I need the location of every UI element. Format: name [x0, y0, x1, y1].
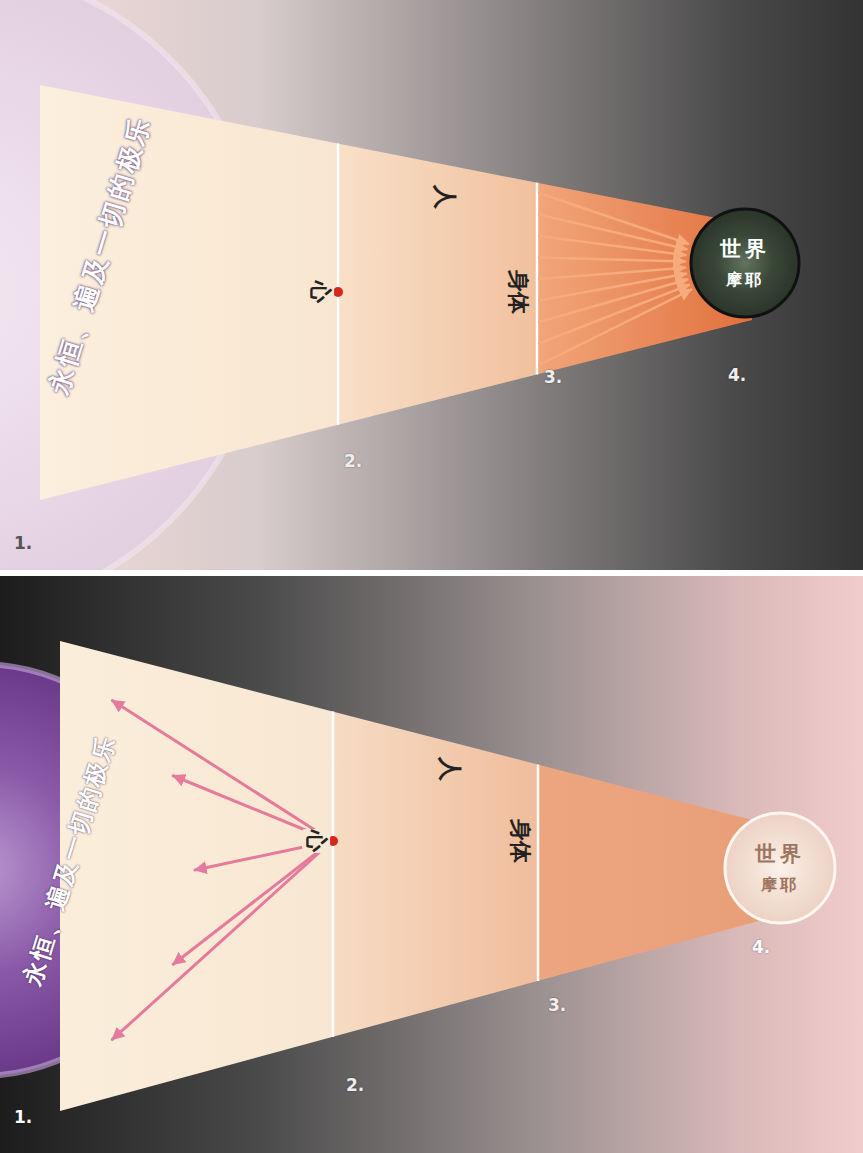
callout-number: 1.: [14, 1108, 32, 1127]
body-region: 心: [60, 641, 333, 1111]
division-line: [337, 144, 340, 425]
arrow-connector: [195, 841, 332, 870]
division-line: [537, 765, 540, 981]
arrow-connector: [539, 280, 687, 322]
node-text: 世界: [720, 238, 770, 261]
sphere-node: 世界摩耶: [722, 810, 838, 926]
callout-number: 3.: [548, 996, 566, 1015]
callout-number: 4.: [752, 938, 770, 957]
node-text: 世界: [755, 843, 805, 866]
cone-band-fill: [40, 85, 339, 500]
world-sphere: [688, 206, 802, 320]
arrow-connector: [539, 290, 691, 365]
division-line: [536, 183, 539, 375]
cone-band-fill: [333, 641, 539, 1111]
cone-bands: [60, 641, 796, 1111]
lower-panel: 永恒、遍及一切的极乐人心身体世界摩耶1.2.3.4.: [0, 576, 863, 1153]
callout-number: 4.: [728, 366, 746, 385]
node-text: 人: [437, 757, 463, 781]
arrow-connector: [539, 258, 685, 262]
upper-panel: 永恒、遍及一切的极乐人心身体世界摩耶1.2.3.4.: [0, 0, 863, 570]
arrow-connector: [112, 701, 332, 841]
arrow-connector: [173, 841, 332, 964]
node-text: 心: [302, 829, 330, 853]
person-cone: [60, 641, 795, 1111]
node-text: 身体: [508, 819, 532, 863]
sphere-fill: [691, 209, 799, 317]
arrow-connector: [112, 841, 332, 1039]
body-region: 身体: [333, 641, 538, 1111]
sphere-fill: [725, 813, 835, 923]
world-sphere: [722, 810, 838, 926]
node-text: 摩耶: [761, 876, 799, 894]
cone-bands: [40, 85, 753, 500]
division-line: [332, 712, 335, 1037]
arrow-connector: [539, 215, 687, 250]
node-text: 摩耶: [726, 271, 764, 289]
callout-number: 2.: [346, 1076, 364, 1095]
heart-dot: [333, 287, 343, 297]
arrow-connector: [539, 236, 686, 255]
cone-band-fill: [338, 85, 538, 500]
sphere-node: 世界摩耶: [688, 206, 802, 320]
person-cone: 人心 身体: [60, 641, 795, 1111]
node-text: 身体: [506, 270, 530, 314]
arrow-connector: [539, 268, 685, 279]
arrow-connector: [539, 274, 686, 301]
callout-number: 3.: [544, 368, 562, 387]
callout-number: 2.: [344, 452, 362, 471]
body-region: 身体: [338, 85, 537, 500]
node-text: 人: [432, 185, 458, 209]
node-text: 心: [306, 280, 334, 304]
cone-band-fill: [60, 641, 334, 1111]
arrow-connector: [539, 285, 689, 344]
callout-number: 1.: [14, 534, 32, 553]
arrow-connector: [173, 776, 332, 841]
arrow-connector: [539, 193, 688, 244]
